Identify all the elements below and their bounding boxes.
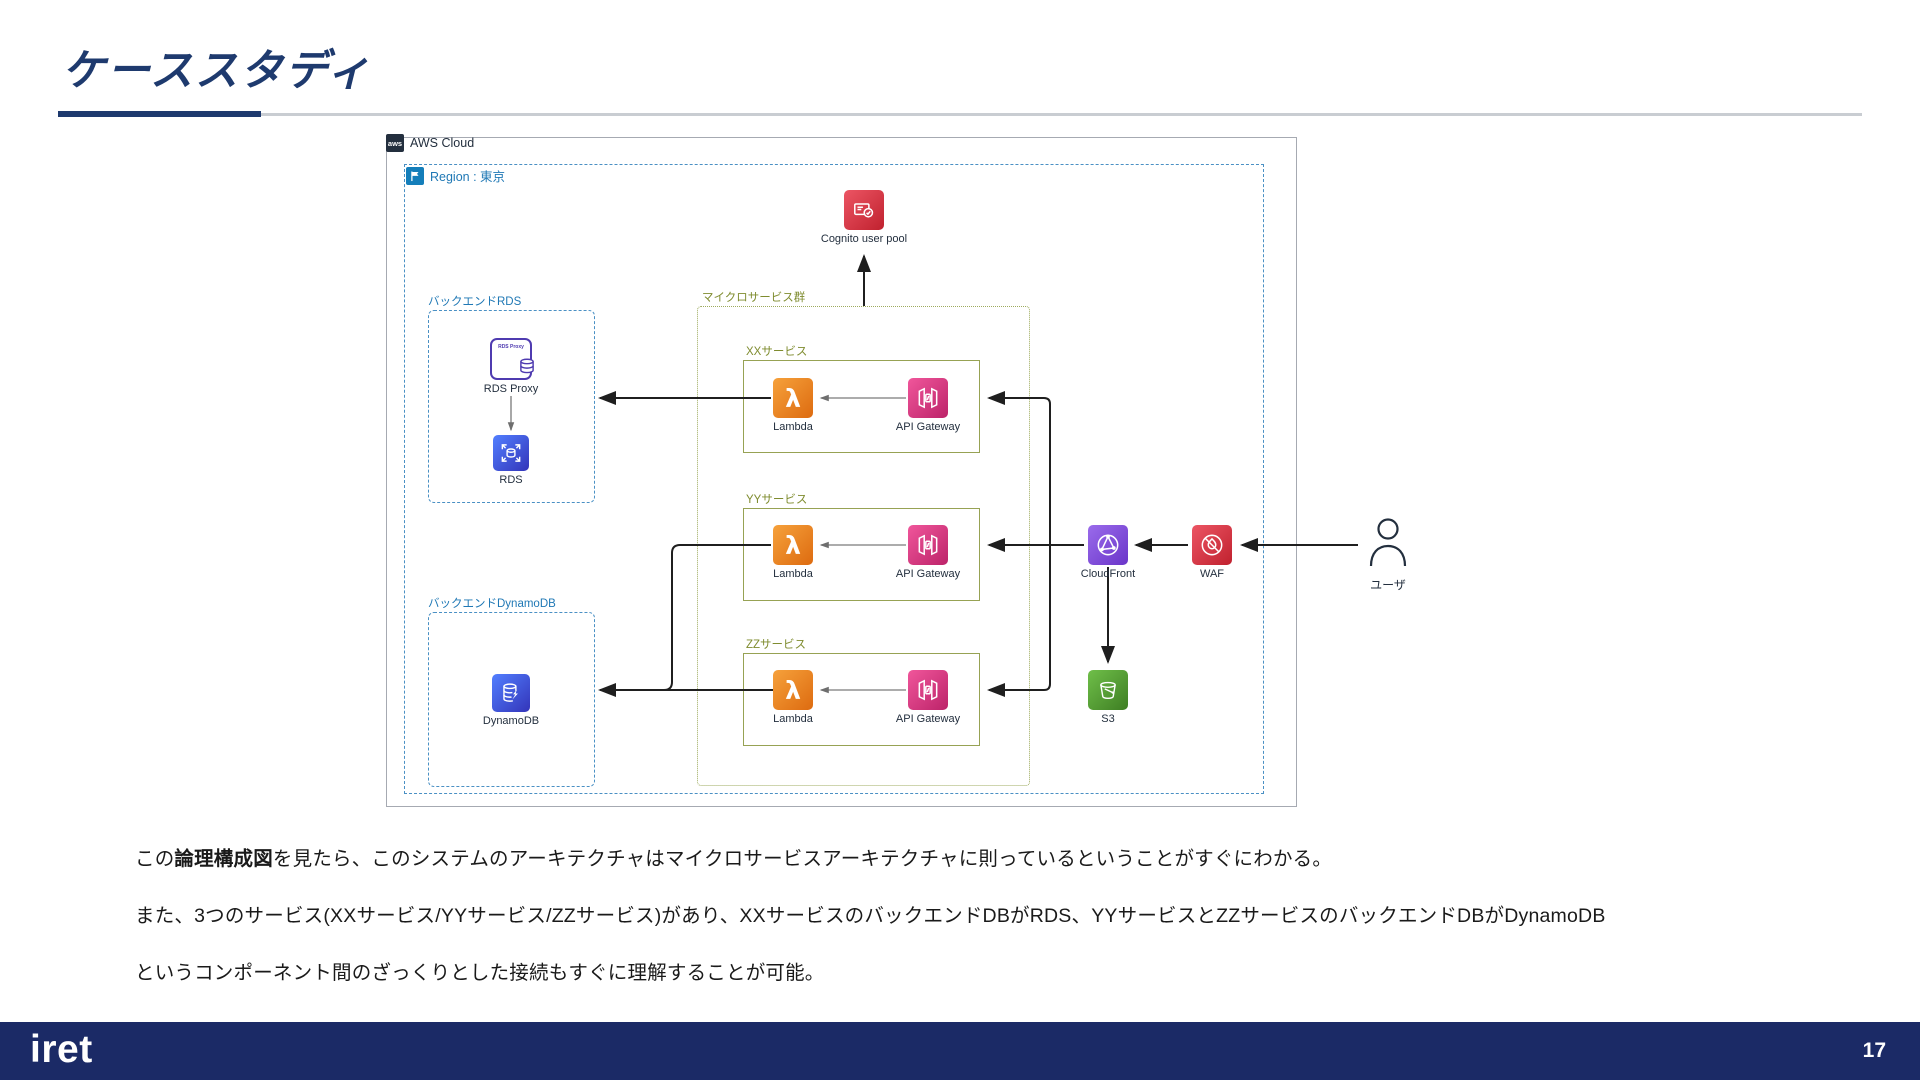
lambda-label: Lambda bbox=[773, 421, 813, 433]
zz-service-label: ZZサービス bbox=[746, 639, 807, 651]
user-label: ユーザ bbox=[1370, 578, 1406, 592]
backend-rds-label: バックエンドRDS bbox=[428, 296, 522, 308]
zz-lambda-node: λ Lambda bbox=[728, 670, 858, 725]
body-paragraph-3: というコンポーネント間のざっくりとした接続もすぐに理解することが可能。 bbox=[135, 962, 825, 984]
rds-label: RDS bbox=[499, 474, 523, 486]
lambda-icon: λ bbox=[773, 525, 813, 565]
title-underline-accent bbox=[58, 111, 261, 117]
xx-lambda-node: λ Lambda bbox=[728, 378, 858, 433]
rds-proxy-label: RDS Proxy bbox=[483, 383, 539, 395]
xx-api-gateway-node: API Gateway bbox=[863, 378, 993, 433]
rds-proxy-node: RDS Proxy RDS Proxy bbox=[446, 338, 576, 395]
s3-label: S3 bbox=[1101, 713, 1115, 725]
waf-node: WAF bbox=[1147, 525, 1277, 580]
cloudfront-icon bbox=[1088, 525, 1128, 565]
waf-label: WAF bbox=[1199, 568, 1225, 580]
region-label: Region : 東京 bbox=[430, 170, 506, 184]
backend-rds-group-box bbox=[428, 310, 595, 503]
backend-dynamodb-label: バックエンドDynamoDB bbox=[428, 598, 556, 610]
body-paragraph-1: この論理構成図を見たら、このシステムのアーキテクチャはマイクロサービスアーキテク… bbox=[135, 842, 1855, 871]
aws-logo-icon: aws bbox=[386, 134, 404, 152]
yy-api-gateway-node: API Gateway bbox=[863, 525, 993, 580]
user-node: ユーザ bbox=[1323, 516, 1453, 593]
s3-node: S3 bbox=[1043, 670, 1173, 725]
body-text: を見たら、このシステムのアーキテクチャはマイクロサービスアーキテクチャに則ってい… bbox=[272, 848, 1333, 870]
api-gateway-label: API Gateway bbox=[895, 713, 961, 725]
body-text-bold: 論理構成図 bbox=[174, 848, 273, 870]
cloudfront-label: CloudFront bbox=[1080, 568, 1136, 580]
s3-icon bbox=[1088, 670, 1128, 710]
rds-proxy-icon: RDS Proxy bbox=[490, 338, 534, 380]
dynamodb-icon bbox=[492, 674, 530, 712]
lambda-label: Lambda bbox=[773, 568, 813, 580]
yy-service-label: YYサービス bbox=[746, 494, 808, 506]
region-box bbox=[404, 164, 1264, 794]
footer-bar: iret 17 bbox=[0, 1022, 1920, 1080]
body-text: この bbox=[135, 848, 175, 870]
aws-cloud-header: aws AWS Cloud bbox=[386, 134, 474, 152]
cognito-node: Cognito user pool bbox=[799, 190, 929, 245]
body-paragraph-2: また、3つのサービス(XXサービス/YYサービス/ZZサービス)があり、XXサー… bbox=[135, 905, 1606, 927]
rds-node: RDS bbox=[446, 435, 576, 486]
dynamodb-node: DynamoDB bbox=[446, 674, 576, 727]
api-gateway-label: API Gateway bbox=[895, 421, 961, 433]
rds-icon bbox=[493, 435, 529, 471]
title-underline bbox=[261, 113, 1862, 116]
aws-cloud-label: AWS Cloud bbox=[410, 136, 475, 150]
zz-api-gateway-node: API Gateway bbox=[863, 670, 993, 725]
lambda-label: Lambda bbox=[773, 713, 813, 725]
microservices-group-label: マイクロサービス群 bbox=[702, 292, 806, 304]
waf-icon bbox=[1192, 525, 1232, 565]
api-gateway-icon bbox=[908, 378, 948, 418]
cognito-user-pool-icon bbox=[844, 190, 884, 230]
region-flag-icon bbox=[406, 166, 424, 185]
lambda-icon: λ bbox=[773, 670, 813, 710]
xx-service-label: XXサービス bbox=[746, 346, 808, 358]
user-icon bbox=[1366, 516, 1410, 573]
yy-lambda-node: λ Lambda bbox=[728, 525, 858, 580]
lambda-icon: λ bbox=[773, 378, 813, 418]
iret-logo: iret bbox=[30, 1028, 93, 1072]
cognito-label: Cognito user pool bbox=[820, 233, 908, 245]
page-number: 17 bbox=[1862, 1039, 1886, 1062]
backend-dynamodb-group-box bbox=[428, 612, 595, 787]
region-header: Region : 東京 bbox=[406, 166, 505, 185]
page-title: ケーススタディ bbox=[62, 47, 372, 95]
api-gateway-icon bbox=[908, 525, 948, 565]
api-gateway-icon bbox=[908, 670, 948, 710]
api-gateway-label: API Gateway bbox=[895, 568, 961, 580]
dynamodb-label: DynamoDB bbox=[482, 715, 540, 727]
